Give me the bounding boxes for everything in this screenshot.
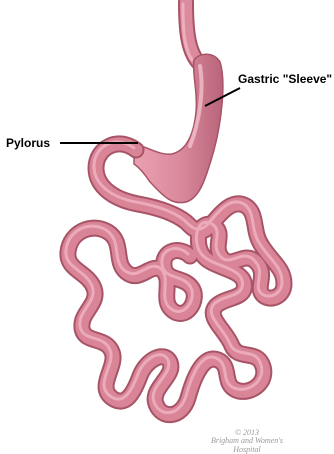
gastric-sleeve: [134, 54, 223, 202]
copyright-holder: Brigham and Women's Hospital: [202, 436, 292, 454]
esophagus: [183, 2, 198, 62]
gastric-sleeve-label: Gastric "Sleeve": [238, 72, 332, 86]
pylorus-label: Pylorus: [6, 136, 50, 150]
